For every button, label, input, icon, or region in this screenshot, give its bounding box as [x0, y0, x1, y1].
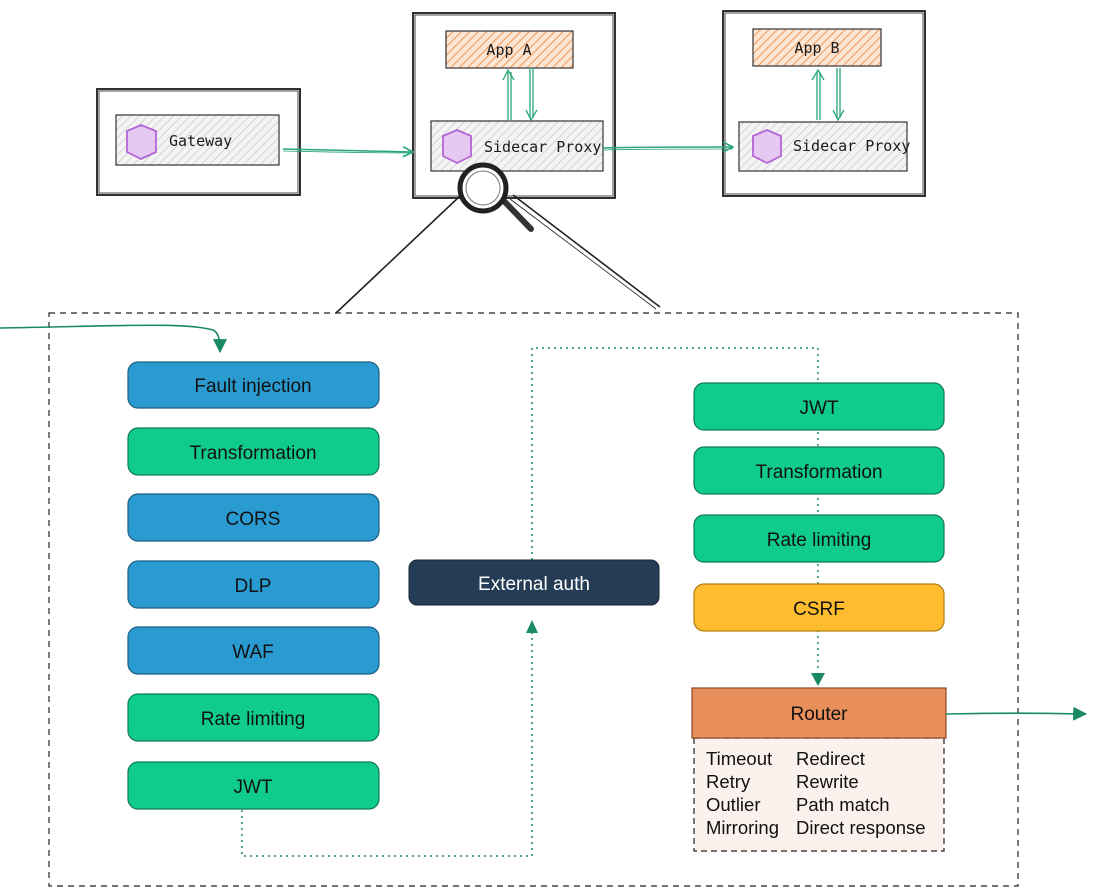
- left-filter-column: Fault injection Transformation CORS DLP …: [127, 361, 380, 810]
- filter-cors: [127, 493, 380, 542]
- pod-b: App B Sidecar Proxy: [722, 10, 926, 197]
- router-header: [691, 687, 947, 739]
- filter-transformation-right: [693, 446, 945, 495]
- filter-rate-limiting-right-label: Rate limiting: [767, 530, 872, 551]
- filter-flow-path: [241, 632, 533, 857]
- filter-rate-limiting-right: [693, 514, 945, 563]
- filter-rate-limiting: [127, 693, 380, 742]
- filter-dlp: [127, 560, 380, 609]
- hexagon-icon: [442, 129, 472, 165]
- router-feature-path-match: Path match: [796, 794, 890, 815]
- filter-transformation-right-label: Transformation: [755, 462, 882, 483]
- filter-jwt-label: JWT: [233, 777, 272, 798]
- router-feature-mirroring: Mirroring: [706, 817, 779, 838]
- external-auth-label: External auth: [478, 574, 590, 595]
- router-node: Router Timeout Retry Outlier Mirroring R…: [691, 687, 947, 852]
- top-connectors: [282, 147, 733, 153]
- router-label: Router: [790, 704, 848, 725]
- filter-fault-injection-label: Fault injection: [194, 376, 311, 397]
- gateway-node: Gateway: [96, 88, 301, 196]
- filter-csrf-label: CSRF: [793, 599, 845, 620]
- filter-jwt-right-label: JWT: [799, 398, 838, 419]
- filter-fault-injection: [127, 361, 380, 409]
- filter-waf-label: WAF: [232, 642, 274, 663]
- app-a-label: App A: [486, 41, 531, 59]
- filter-csrf: [693, 583, 945, 632]
- gateway-label: Gateway: [169, 132, 232, 150]
- sidecar-proxy-a-label: Sidecar Proxy: [484, 138, 601, 156]
- router-feature-retry: Retry: [706, 771, 751, 792]
- filter-transformation-label: Transformation: [189, 443, 316, 464]
- filter-transformation: [127, 427, 380, 476]
- external-auth-node: External auth: [408, 559, 660, 606]
- router-feature-direct-response: Direct response: [796, 817, 926, 838]
- app-a-box: [445, 30, 574, 69]
- filter-chain-frame: [48, 312, 1019, 887]
- pod-a: App A Sidecar Proxy: [412, 12, 616, 199]
- app-b-box: [752, 28, 882, 67]
- hexagon-icon: [126, 124, 157, 160]
- router-feature-rewrite: Rewrite: [796, 771, 859, 792]
- filter-jwt: [127, 761, 380, 810]
- right-filter-column: JWT Transformation Rate limiting CSRF: [693, 382, 945, 632]
- router-feature-timeout: Timeout: [706, 748, 772, 769]
- filter-rate-limiting-label: Rate limiting: [201, 709, 306, 730]
- hexagon-icon: [752, 129, 782, 165]
- router-feature-outlier: Outlier: [706, 794, 761, 815]
- filter-cors-label: CORS: [226, 509, 281, 530]
- filter-dlp-label: DLP: [235, 576, 272, 597]
- filter-jwt-right: [693, 382, 945, 431]
- magnifier-icon: [457, 162, 534, 232]
- sidecar-proxy-b-label: Sidecar Proxy: [793, 137, 910, 155]
- router-details: [693, 737, 945, 852]
- router-feature-redirect: Redirect: [796, 748, 865, 769]
- filter-waf: [127, 626, 380, 675]
- app-b-label: App B: [794, 39, 839, 57]
